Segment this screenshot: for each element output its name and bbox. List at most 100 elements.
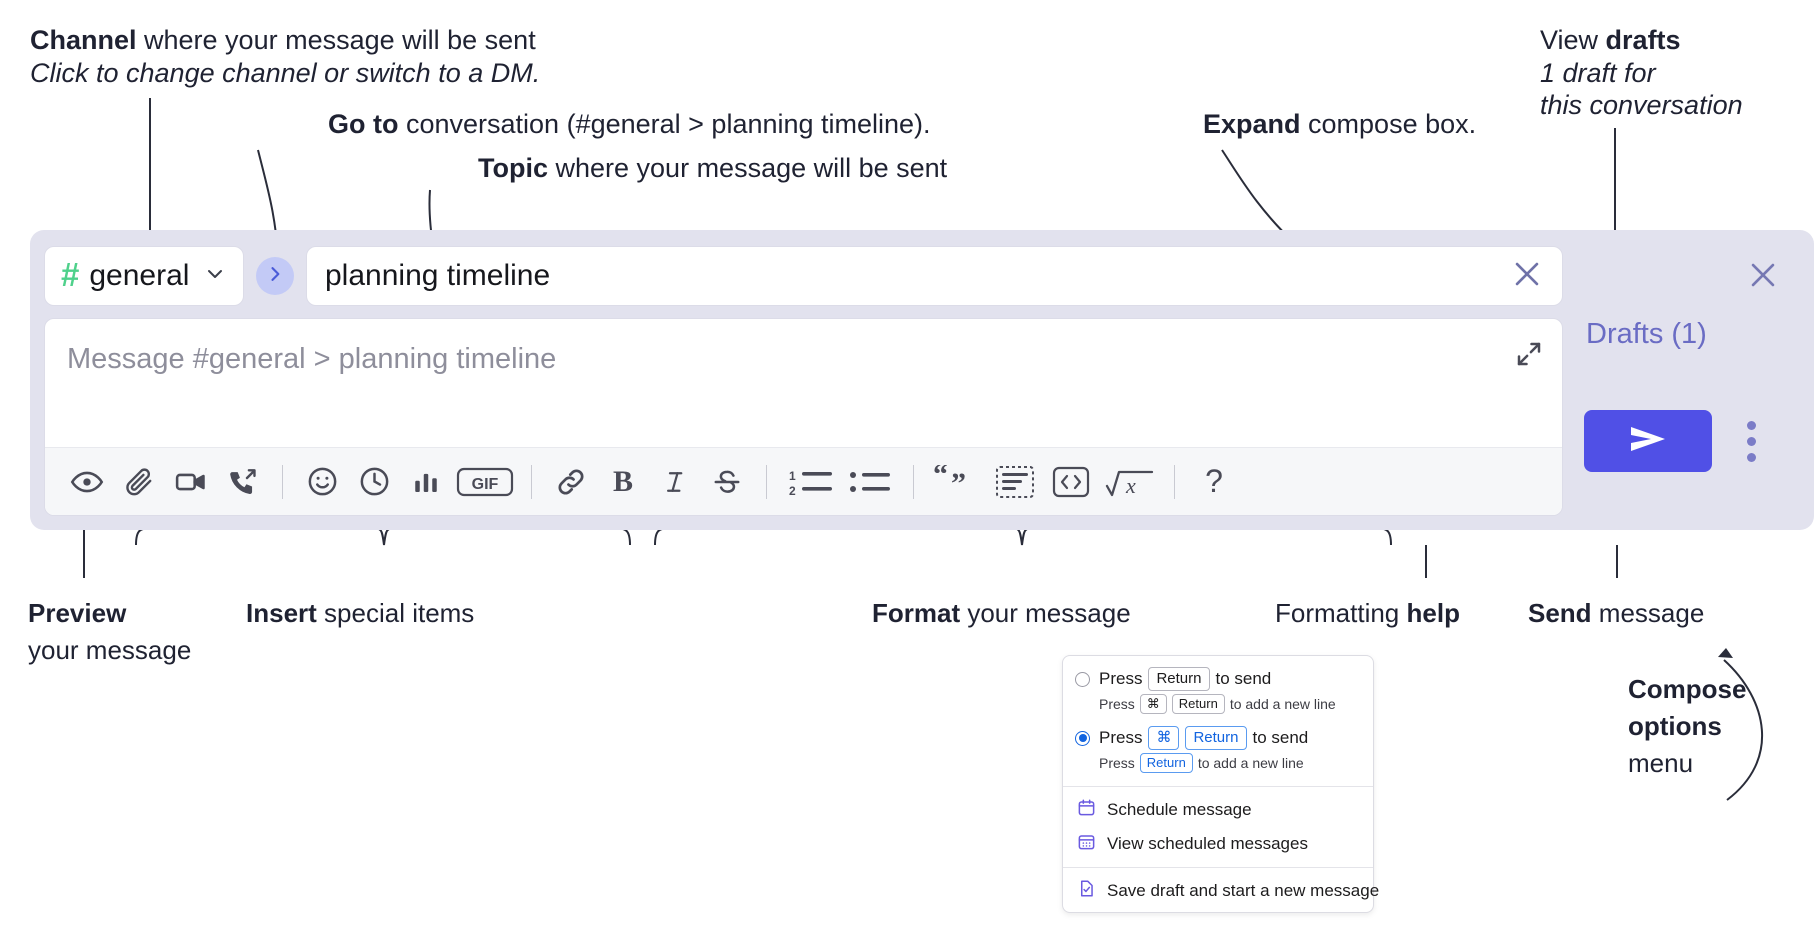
topic-value: planning timeline	[325, 259, 551, 292]
annotation-topic: Topic where your message will be sent	[478, 150, 947, 187]
drafts-link[interactable]: Drafts (1)	[1586, 318, 1707, 350]
italic-icon[interactable]	[649, 456, 701, 508]
option-post: to send	[1252, 728, 1309, 747]
go-to-conversation-button[interactable]	[256, 257, 294, 295]
annotation-insert: Insert special items	[246, 596, 474, 630]
sub-post: to add a new line	[1197, 755, 1304, 771]
annotation-topic-bold: Topic	[478, 153, 548, 183]
compose-box: # general planning timeline Message #g	[30, 230, 1814, 530]
radio-cmd-return-to-send[interactable]	[1075, 730, 1090, 746]
kebab-dot-2	[1746, 436, 1756, 446]
bulleted-list-icon[interactable]	[842, 456, 900, 508]
strikethrough-icon[interactable]	[701, 456, 753, 508]
poll-icon[interactable]	[400, 456, 452, 508]
help-label: ?	[1205, 463, 1223, 499]
calendar-grid-icon	[1077, 832, 1096, 856]
svg-text:2: 2	[789, 484, 796, 498]
menu-option-cmd-return-sub: Press Return to add a new line	[1063, 750, 1373, 780]
menu-item-view-scheduled-messages[interactable]: View scheduled messages	[1063, 827, 1373, 861]
channel-selector-button[interactable]: # general	[44, 246, 244, 306]
ordered-list-icon[interactable]: 1 2	[780, 456, 842, 508]
annotation-expand-rest: compose box.	[1300, 109, 1477, 139]
close-icon[interactable]	[1510, 257, 1544, 296]
gif-icon[interactable]: GIF	[452, 456, 518, 508]
option-label: Press ⌘ Return to send	[1099, 726, 1308, 750]
key-command: ⌘	[1139, 694, 1167, 714]
calendar-schedule-icon	[1077, 798, 1096, 822]
expand-icon[interactable]	[1514, 339, 1544, 374]
annotation-goto: Go to conversation (#general > planning …	[328, 106, 931, 143]
menu-option-return-sub: Press ⌘ Return to add a new line	[1063, 691, 1373, 721]
annotation-channel-rest: where your message will be sent	[136, 25, 536, 55]
code-block-icon[interactable]	[987, 456, 1043, 508]
annotation-expand-bold: Expand	[1203, 109, 1301, 139]
menu-item-save-draft[interactable]: Save draft and start a new message	[1063, 874, 1379, 908]
video-icon[interactable]	[165, 456, 217, 508]
option-label: Press Return to send	[1099, 667, 1271, 691]
separator-4	[913, 464, 914, 499]
sub-post: to add a new line	[1229, 696, 1336, 712]
sub-pre: Press	[1099, 755, 1135, 771]
annotation-preview: Preview	[28, 596, 126, 630]
annotation-help-bold: help	[1406, 598, 1460, 628]
annotation-expand: Expand compose box.	[1203, 106, 1476, 143]
hash-icon: #	[61, 255, 80, 293]
topic-input[interactable]: planning timeline	[306, 246, 1563, 306]
annotation-compose-bold1: Compose	[1628, 674, 1747, 704]
compose-main: # general planning timeline Message #g	[44, 244, 1563, 516]
send-button[interactable]	[1584, 410, 1712, 472]
annotation-send-bold: Send	[1528, 598, 1592, 628]
attachment-icon[interactable]	[113, 456, 165, 508]
annotation-insert-rest: special items	[316, 598, 475, 628]
svg-text:x: x	[1125, 473, 1136, 498]
annotation-compose-options-l2: options	[1628, 709, 1722, 743]
annotation-preview-bold: Preview	[28, 598, 127, 628]
menu-item-label: Schedule message	[1107, 800, 1252, 819]
channel-name: general	[89, 259, 190, 292]
blockquote-icon[interactable]: “ ”	[927, 456, 987, 508]
annotation-drafts-l2: 1 draft for	[1540, 55, 1656, 92]
menu-item-schedule-message[interactable]: Schedule message	[1063, 793, 1373, 827]
annotation-formatting-help: Formatting help	[1275, 596, 1460, 630]
clock-icon[interactable]	[348, 456, 400, 508]
message-placeholder: Message #general > planning timeline	[67, 343, 557, 375]
annotation-preview-line2: your message	[28, 635, 192, 665]
separator-3	[766, 464, 767, 499]
more-options-icon[interactable]	[1736, 412, 1766, 470]
option-pre: Press	[1099, 728, 1143, 747]
kebab-dot-1	[1746, 420, 1756, 430]
bold-icon[interactable]: B	[597, 456, 649, 508]
menu-option-return-to-send[interactable]: Press Return to send	[1063, 662, 1373, 691]
key-return: Return	[1139, 753, 1193, 773]
annotation-drafts-pre: View	[1540, 25, 1606, 55]
save-draft-icon	[1077, 879, 1096, 903]
svg-text:”: ”	[951, 467, 966, 499]
compose-header: # general planning timeline	[44, 244, 1563, 308]
annotation-drafts-italic2: this conversation	[1540, 90, 1743, 120]
help-icon[interactable]: ?	[1188, 456, 1240, 508]
emoji-icon[interactable]	[296, 456, 348, 508]
menu-item-label: Save draft and start a new message	[1107, 881, 1380, 900]
message-input-area[interactable]: Message #general > planning timeline	[44, 318, 1563, 516]
inline-code-icon[interactable]	[1043, 456, 1099, 508]
separator-1	[282, 464, 283, 499]
annotation-insert-bold: Insert	[246, 598, 317, 628]
annotation-format-bold: Format	[872, 598, 961, 628]
annotation-compose-options-l3: menu	[1628, 746, 1693, 780]
radio-return-to-send[interactable]	[1075, 671, 1090, 687]
menu-option-cmd-return-to-send[interactable]: Press ⌘ Return to send	[1063, 721, 1373, 750]
audio-call-icon[interactable]	[217, 456, 269, 508]
math-icon[interactable]: x	[1099, 456, 1161, 508]
annotation-channel-sub: Click to change channel or switch to a D…	[30, 55, 540, 92]
annotation-compose-options: Compose	[1628, 672, 1746, 706]
annotation-channel-bold: Channel	[30, 25, 137, 55]
close-icon[interactable]	[1746, 258, 1780, 297]
chevron-down-icon	[203, 262, 227, 291]
annotation-compose-rest: menu	[1628, 748, 1694, 778]
preview-icon[interactable]	[61, 456, 113, 508]
key-command: ⌘	[1148, 726, 1180, 750]
annotation-topic-rest: where your message will be sent	[548, 153, 948, 183]
link-icon[interactable]	[545, 456, 597, 508]
annotation-drafts-l3: this conversation	[1540, 87, 1743, 124]
key-return: Return	[1148, 667, 1210, 691]
